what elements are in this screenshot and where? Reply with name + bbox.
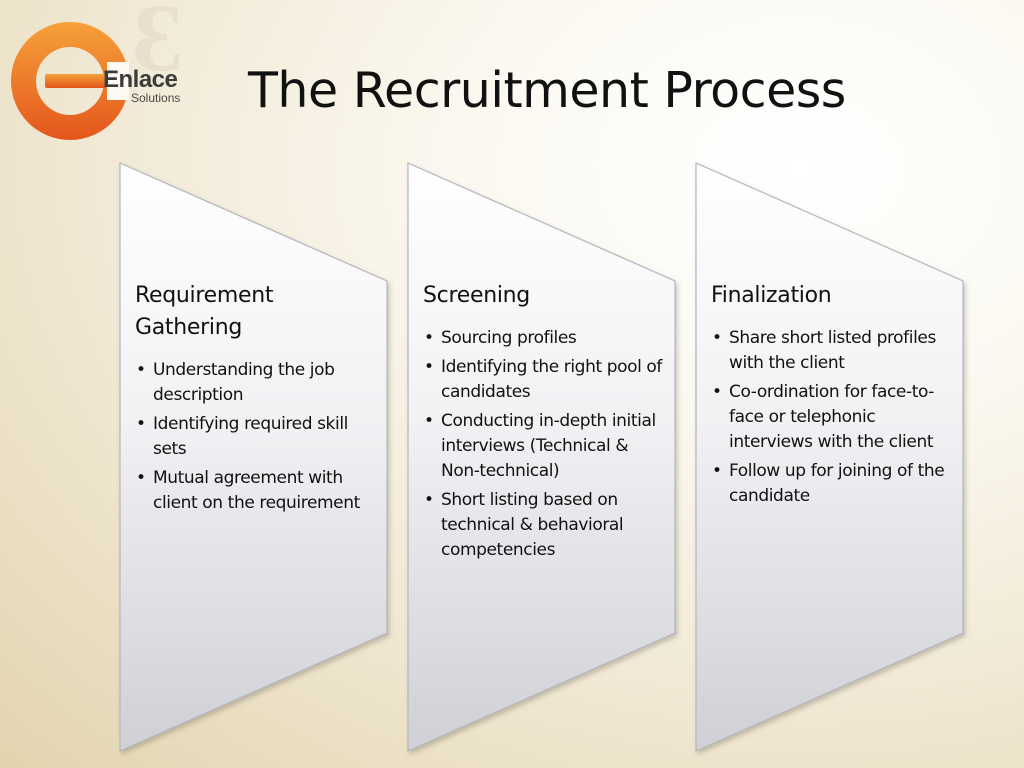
bullet-icon: •: [136, 468, 146, 488]
list-item: •Identifying required skill sets: [136, 414, 348, 459]
step-bullet-list: •Sourcing profiles •Identifying the righ…: [423, 326, 663, 563]
bullet-icon: •: [424, 411, 434, 431]
logo-name: Enlace: [103, 66, 178, 93]
logo-ring-icon: [11, 22, 129, 140]
step-finalization: Finalization •Share short listed profile…: [711, 280, 951, 513]
step-panel-requirement-gathering: [119, 162, 388, 752]
step-heading: Screening: [423, 283, 530, 308]
step-heading: Requirement Gathering: [135, 283, 274, 340]
list-item: •Follow up for joining of the candidate: [712, 461, 945, 506]
company-logo: Ɛ Enlace Solutions: [0, 0, 220, 150]
step-panel-screening: [407, 162, 676, 752]
list-item: •Short listing based on technical & beha…: [424, 490, 624, 560]
logo-subtitle: Solutions: [131, 91, 181, 105]
list-item: •Co-ordination for face-to-face or telep…: [712, 382, 935, 452]
bullet-icon: •: [712, 328, 722, 348]
step-panel-finalization: [695, 162, 964, 752]
bullet-icon: •: [424, 490, 434, 510]
list-item: •Conducting in-depth initial interviews …: [424, 411, 656, 481]
bullet-icon: •: [136, 360, 146, 380]
step-bullet-list: •Share short listed profiles with the cl…: [711, 326, 951, 509]
bullet-icon: •: [712, 461, 722, 481]
list-item: •Mutual agreement with client on the req…: [136, 468, 360, 513]
step-requirement-gathering: Requirement Gathering •Understanding the…: [135, 280, 373, 520]
step-heading: Finalization: [711, 283, 832, 308]
slide-title: The Recruitment Process: [248, 62, 846, 119]
logo-watermark-letter: Ɛ: [132, 0, 183, 91]
bullet-icon: •: [136, 414, 146, 434]
bullet-icon: •: [424, 357, 434, 377]
list-item: •Sourcing profiles: [423, 326, 663, 351]
list-item: •Identifying the right pool of candidate…: [424, 357, 663, 402]
step-screening: Screening •Sourcing profiles •Identifyin…: [423, 280, 663, 567]
bullet-icon: •: [712, 382, 722, 402]
list-item: •Understanding the job description: [136, 360, 335, 405]
list-item: •Share short listed profiles with the cl…: [712, 328, 936, 373]
bullet-icon: •: [424, 328, 434, 348]
step-bullet-list: •Understanding the job description •Iden…: [135, 358, 373, 516]
